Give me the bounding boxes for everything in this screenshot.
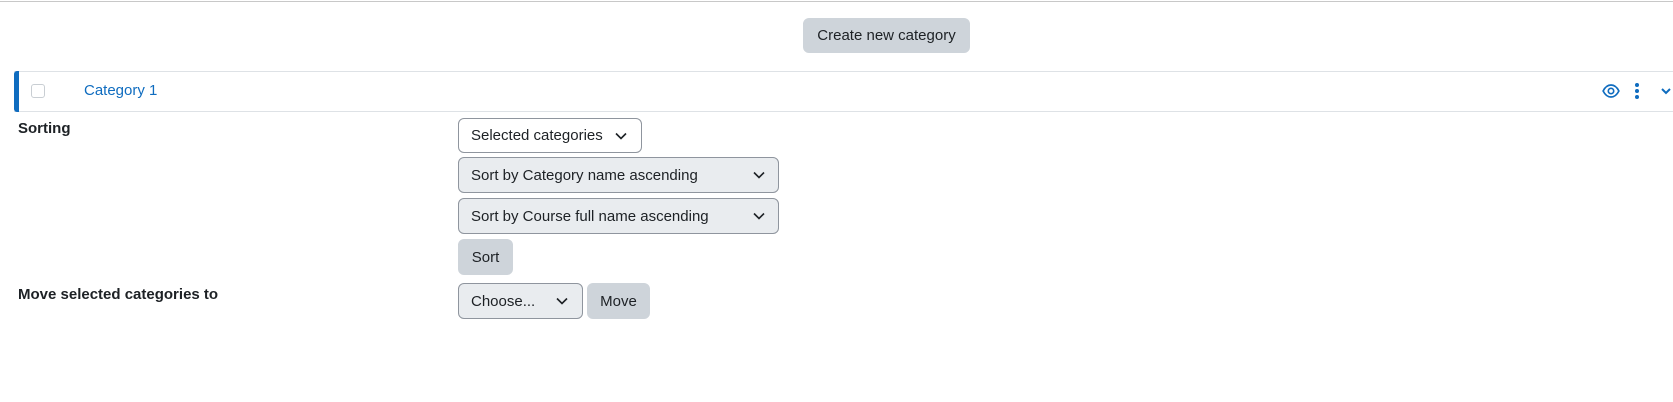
eye-icon[interactable] xyxy=(1600,80,1622,102)
move-target-select[interactable]: Choose... xyxy=(458,283,583,319)
kebab-menu-icon[interactable] xyxy=(1626,80,1648,102)
category-sort-select-value: Sort by Category name ascending xyxy=(471,166,698,184)
move-button[interactable]: Move xyxy=(587,283,650,319)
category-link[interactable]: Category 1 xyxy=(84,82,158,99)
category-select-checkbox[interactable] xyxy=(31,84,45,98)
top-divider xyxy=(0,1,1673,2)
create-new-category-button[interactable]: Create new category xyxy=(803,18,970,53)
sort-scope-select[interactable]: Selected categories xyxy=(458,118,642,153)
course-sort-select-value: Sort by Course full name ascending xyxy=(471,207,709,225)
expand-chevron-icon[interactable] xyxy=(1655,80,1673,102)
category-sort-select[interactable]: Sort by Category name ascending xyxy=(458,157,779,193)
chevron-down-icon xyxy=(753,171,765,179)
sorting-label: Sorting xyxy=(18,120,71,137)
sort-button[interactable]: Sort xyxy=(458,239,513,275)
move-categories-label: Move selected categories to xyxy=(18,286,219,303)
sort-scope-select-value: Selected categories xyxy=(471,127,603,144)
chevron-down-icon xyxy=(753,212,765,220)
chevron-down-icon xyxy=(556,297,568,305)
category-list-item: Category 1 xyxy=(14,71,1673,112)
chevron-down-icon xyxy=(615,132,627,140)
category-accent-bar xyxy=(14,71,19,112)
move-target-select-value: Choose... xyxy=(471,292,536,310)
course-sort-select[interactable]: Sort by Course full name ascending xyxy=(458,198,779,234)
